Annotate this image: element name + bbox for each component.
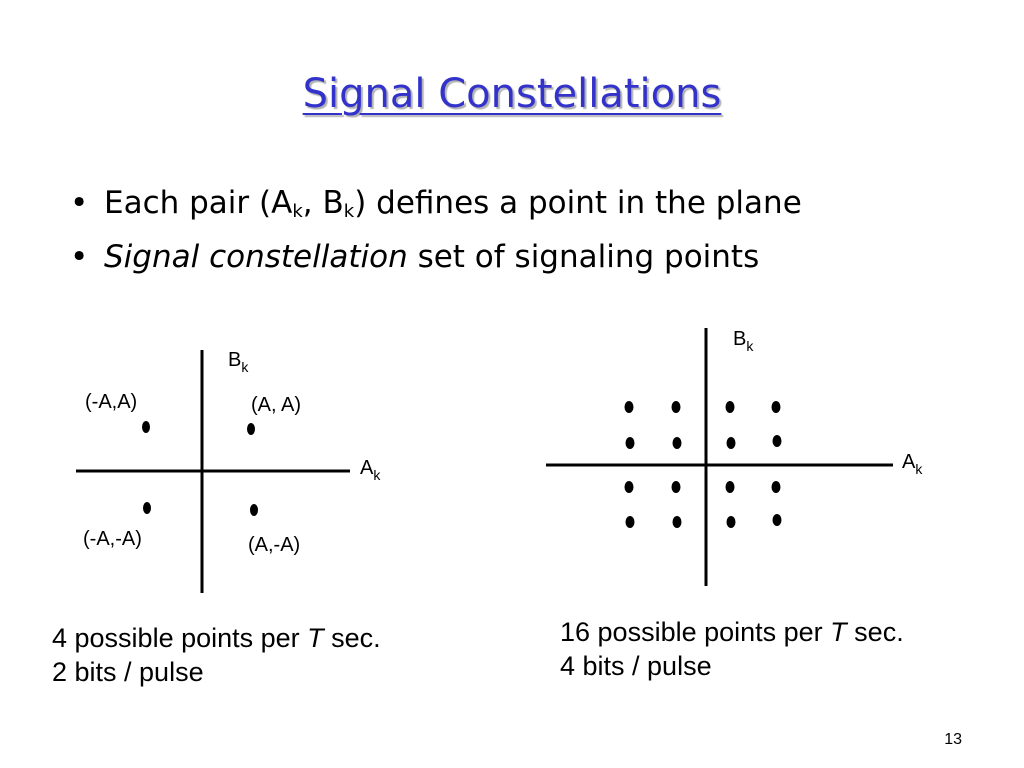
bullet-item-constellation: Signal constellation set of signaling po… [70,239,802,276]
right-point-r4-c4 [772,514,782,526]
bullet-italic-term: Signal constellation [104,239,408,276]
right-point-r1-c1 [624,401,634,413]
bullet-comma: , [302,185,323,221]
left-caption-line-1: 4 possible points per T sec. [52,622,381,656]
left-label-pos-a-neg-a: (A,-A) [248,534,300,556]
left-y-axis-label: Bk [228,349,249,375]
left-point-neg-a-neg-a [143,502,151,514]
right-point-r1-c2 [671,401,681,413]
right-point-r2-c1 [625,437,635,449]
right-point-r4-c1 [625,516,635,528]
right-point-r1-c3 [725,401,735,413]
right-caption-line-1: 16 possible points per T sec. [560,616,904,650]
right-caption-pre: 16 possible points per [560,617,831,647]
left-x-axis-label: Ak [360,457,381,483]
right-point-r1-c4 [771,401,781,413]
bullet-var-b: B [322,185,344,221]
bullet-var-b-sub: k [343,201,355,222]
page-number: 13 [944,731,962,748]
right-caption-line-2: 4 bits / pulse [560,650,712,681]
right-point-r2-c2 [672,437,682,449]
right-point-r3-c4 [771,481,781,493]
right-y-axis-label: Bk [733,328,754,354]
right-x-axis-label: Ak [902,451,923,477]
right-point-r2-c3 [726,437,736,449]
left-caption-var: T [307,623,324,653]
right-point-r2-c4 [772,435,782,447]
slide-title: Signal Constellations [302,71,722,117]
right-caption: 16 possible points per T sec. 4 bits / p… [560,616,904,684]
bullet-text-post: ) defines a point in the plane [354,185,802,221]
left-point-pos-a-neg-a [250,504,258,516]
left-constellation: Bk Ak (-A,A) (A, A) (-A,-A) (A,-A) [76,349,381,593]
left-point-neg-a-pos-a [142,421,150,433]
bullet-list: Each pair (Ak, Bk) defines a point in th… [70,185,802,293]
right-point-r3-c1 [624,481,634,493]
left-caption-post: sec. [323,623,381,653]
right-constellation: Bk Ak [546,328,923,586]
right-caption-var: T [830,617,847,647]
left-label-neg-a-neg-a: (-A,-A) [83,528,142,550]
right-point-r4-c2 [672,516,682,528]
left-caption-line-2: 2 bits / pulse [52,656,204,687]
right-point-grid [624,401,782,528]
bullet-item-pair-definition: Each pair (Ak, Bk) defines a point in th… [70,185,802,222]
left-caption: 4 possible points per T sec. 2 bits / pu… [52,622,381,690]
left-label-pos-a-pos-a: (A, A) [251,394,301,416]
right-point-r3-c3 [725,481,735,493]
left-caption-pre: 4 possible points per [52,623,308,653]
bullet-rest: set of signaling points [407,239,760,276]
left-label-neg-a-pos-a: (-A,A) [85,391,137,413]
right-point-r4-c3 [726,516,736,528]
right-point-r3-c2 [671,481,681,493]
bullet-var-a: A [271,185,293,221]
right-caption-post: sec. [846,617,904,647]
left-point-pos-a-pos-a [247,423,255,435]
bullet-var-a-sub: k [292,201,303,222]
bullet-text-pre: Each pair ( [104,185,272,221]
